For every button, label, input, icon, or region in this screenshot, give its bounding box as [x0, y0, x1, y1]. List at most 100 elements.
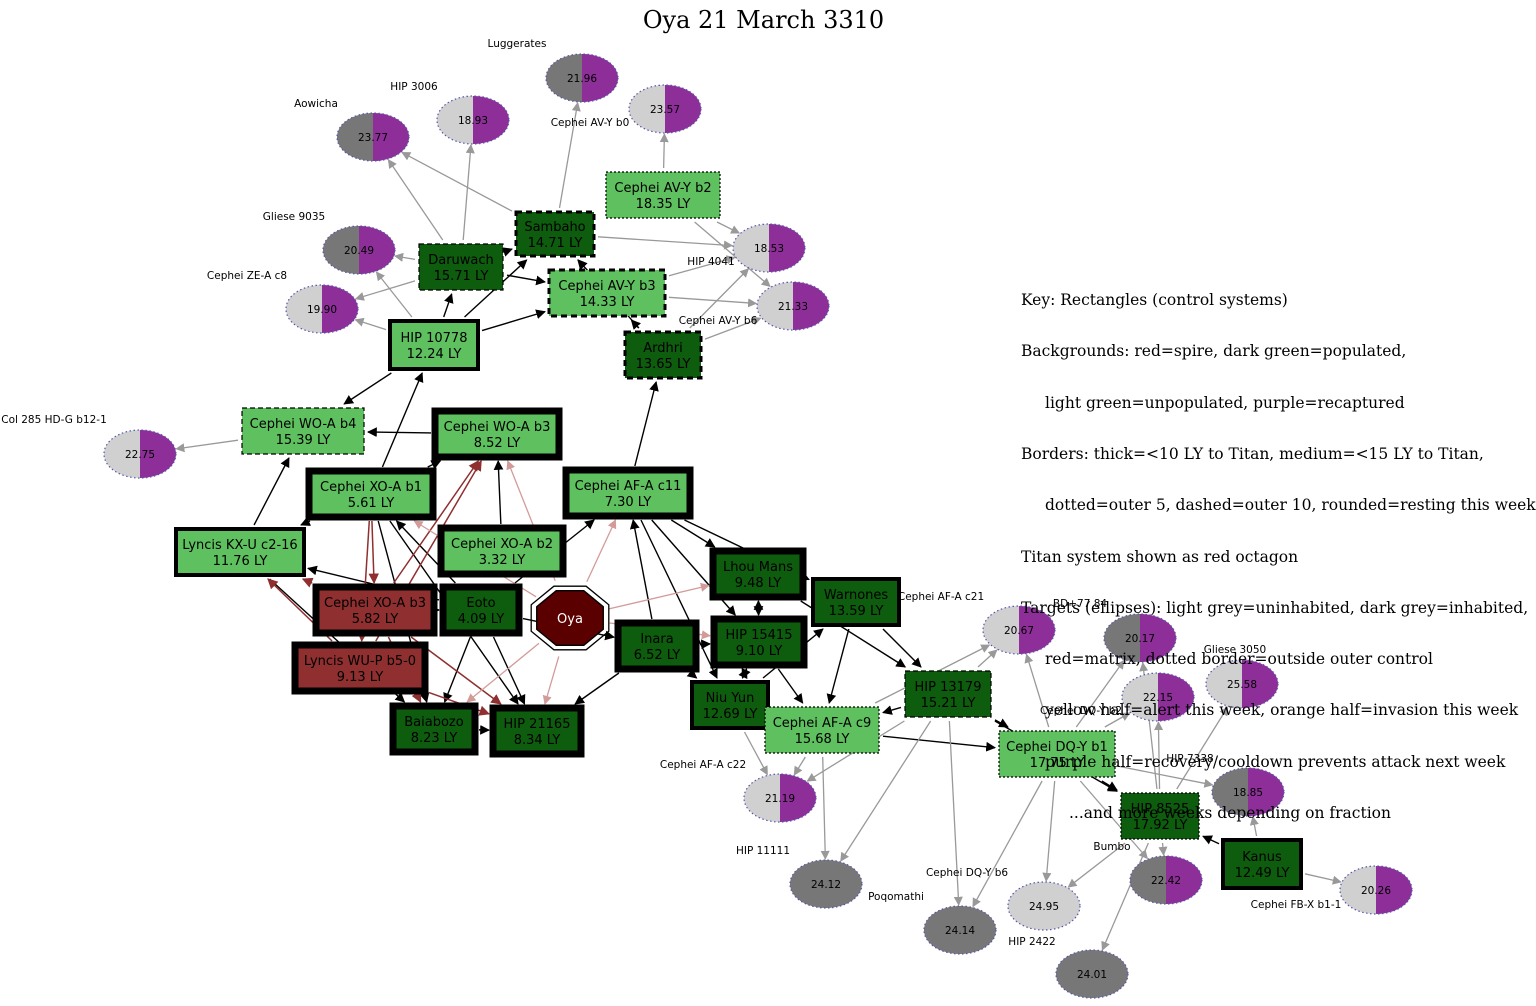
system-box — [388, 319, 480, 371]
edge-lyncis-kx-u-c2-16-to-cephei-wo-a-b4 — [253, 457, 290, 526]
edge-daruwach-to-t-cephei-ze-a-c8 — [354, 280, 416, 301]
system-box — [514, 210, 596, 258]
key-line-10: purple half=recovery/cooldown prevents a… — [1045, 752, 1506, 771]
system-distance: 13.65 LY — [636, 357, 691, 372]
system-box — [547, 268, 667, 318]
system-box — [764, 706, 880, 754]
edge-cephei-wo-a-b3-to-cephei-wo-a-b4 — [367, 427, 432, 438]
system-distance: 15.68 LY — [795, 732, 850, 747]
target-name: Cephei FB-X b1-1 — [1251, 899, 1342, 911]
edge-cephei-xo-a-b1-to-hip-10778 — [381, 372, 424, 468]
edge-daruwach-to-sambaho — [502, 247, 513, 257]
system-distance: 5.61 LY — [348, 496, 395, 511]
titan-node-oya[interactable]: Oya — [530, 585, 610, 651]
edge-cephei-dq-y-b1-to-t-poqomathi — [972, 780, 1043, 908]
edge-inara-to-hip-21165 — [574, 672, 620, 705]
system-distance: 14.71 LY — [528, 236, 583, 251]
target-name: Cephei DQ-Y b6 — [926, 867, 1008, 879]
system-name: Cephei XO-A b1 — [320, 480, 422, 495]
system-node-cephei-xo-a-b1[interactable]: Cephei XO-A b15.61 LY — [305, 467, 437, 521]
system-distance: 8.23 LY — [411, 731, 458, 746]
edge-kanus-to-hip-8525 — [1202, 835, 1220, 845]
edge-hip-10778-to-daruwach — [443, 293, 454, 318]
system-name: Cephei AF-A c9 — [773, 716, 872, 731]
target-name: HIP 3006 — [390, 81, 438, 93]
system-node-lyncis-wu-p-b5-0[interactable]: Lyncis WU-P b5-09.13 LY — [291, 641, 429, 695]
edge-cephei-dq-y-b1-to-t-cephei-dq-y-b6 — [1042, 780, 1056, 882]
edge-daruwach-to-t-gliese-9035 — [394, 252, 416, 262]
system-name: Eoto — [466, 596, 495, 611]
system-node-cephei-xo-a-b2[interactable]: Cephei XO-A b23.32 LY — [437, 524, 567, 578]
target-distance: 18.85 — [1233, 787, 1263, 799]
target-border — [285, 284, 359, 334]
edge-cephei-dq-y-b1-to-t-hip-7338 — [1118, 765, 1214, 788]
edge-daruwach-to-t-aowicha — [387, 158, 444, 241]
edge-hip-8525-to-t-cephei-dq-y-b6 — [1067, 842, 1126, 888]
system-name: Lyncis KX-U c2-16 — [182, 538, 297, 553]
edge-hip-8525-to-t-gliese-3050 — [1176, 706, 1229, 790]
key-line-5: dotted=outer 5, dashed=outer 10, rounded… — [1045, 496, 1536, 515]
edge-cephei-af-a-c9-to-t-hip-11111 — [820, 756, 830, 860]
target-name: Luggerates — [488, 38, 547, 50]
edge-cephei-av-y-b3-to-t-cephei-av-y-b6 — [668, 296, 758, 308]
system-box — [241, 407, 365, 455]
system-name: Cephei AV-Y b2 — [614, 181, 711, 196]
target-distance: 21.33 — [778, 301, 808, 313]
target-name: HIP 11111 — [736, 845, 790, 857]
edge-cephei-af-a-c9-to-cephei-dq-y-b1 — [882, 735, 996, 752]
edge-eoto-to-hip-21165 — [492, 636, 526, 705]
edge-oya-to-hip-21165 — [542, 656, 560, 705]
system-name: Cephei XO-A b2 — [451, 537, 553, 552]
target-name: Gliese 9035 — [263, 211, 325, 223]
system-distance: 17.75 LY — [1030, 756, 1085, 771]
system-name: Ardhri — [643, 341, 682, 356]
system-distance: 18.35 LY — [636, 197, 691, 212]
edge-cephei-av-y-b2-to-t-cephei-av-y-b0 — [659, 133, 669, 169]
edge-hip-8525-to-t-bumbo — [1158, 842, 1168, 856]
system-node-cephei-xo-a-b3[interactable]: Cephei XO-A b35.82 LY — [312, 583, 438, 637]
edge-inara-to-cephei-af-a-c11 — [629, 519, 653, 620]
system-node-cephei-wo-a-b3[interactable]: Cephei WO-A b38.52 LY — [431, 407, 563, 461]
titan-octagon — [536, 590, 604, 646]
system-distance: 3.32 LY — [479, 553, 526, 568]
key-line-8: red=matrix, dotted border=outside outer … — [1045, 650, 1433, 669]
edge-sambaho-to-t-luggerates — [558, 101, 581, 209]
